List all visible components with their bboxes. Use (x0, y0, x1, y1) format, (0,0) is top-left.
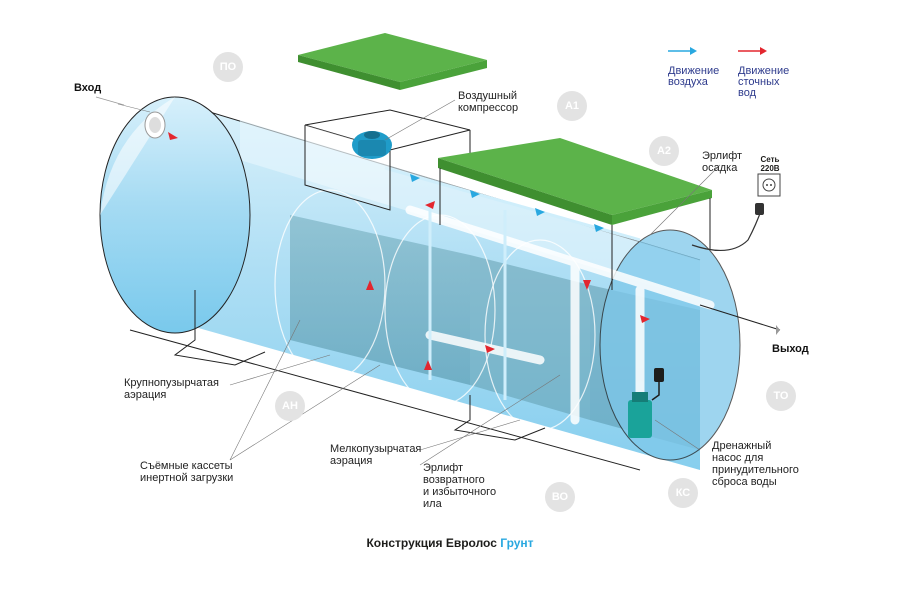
drain-pump-icon (628, 368, 664, 438)
legend-sewage-label: Движение сточных вод (738, 65, 790, 99)
air-compressor-label: Воздушный компрессор (458, 90, 519, 114)
inlet-label: Вход (74, 82, 102, 94)
badge-a2: А2 (649, 136, 679, 166)
badge-a1: А1 (557, 91, 587, 121)
fine-aeration-label: Мелкопузырчатая аэрация (330, 443, 422, 467)
main-hatch-frame (439, 168, 711, 290)
inlet-pipe (144, 111, 166, 139)
tank-right-cap (599, 229, 741, 461)
lid-top-left (298, 33, 487, 90)
airlift-sludge-label: Эрлифт осадка (702, 150, 743, 174)
caption-main: Конструкция Евролос (366, 536, 501, 550)
power-cable (691, 203, 764, 251)
tank-left-cap (99, 96, 251, 334)
airlift-return-label: Эрлифт возвратного и избыточного ила (423, 462, 497, 510)
power-outlet-label: Сеть 220В (760, 155, 780, 173)
lid-main (438, 138, 712, 225)
power-outlet-icon (757, 173, 781, 197)
sewage-flow-arrows (168, 132, 650, 370)
caption-accent: Грунт (500, 536, 534, 550)
badge-to: ТО (766, 381, 796, 411)
legend-sewage-arrow (738, 47, 767, 55)
pipes (405, 205, 715, 425)
drain-pump-label: Дренажный насос для принудительного сбро… (712, 440, 799, 488)
badge-an: АН (275, 391, 305, 421)
diagram-caption: Конструкция Евролос Грунт (0, 536, 900, 550)
legend-air-arrow (668, 47, 697, 55)
tank-supports (173, 290, 546, 441)
badge-vo: ВО (545, 482, 575, 512)
callout-lines (117, 99, 721, 466)
badge-ks: КС (668, 478, 698, 508)
compressor-icon (352, 131, 392, 159)
badge-po: ПО (213, 52, 243, 82)
legend-air-label: Движение воздуха (668, 65, 720, 88)
inlet-arrow (95, 96, 125, 106)
outlet-pipe (699, 304, 781, 331)
coarse-aeration-label: Крупнопузырчатая аэрация (124, 377, 219, 401)
air-flow-arrows (410, 174, 604, 232)
outlet-label: Выход (772, 343, 809, 355)
removable-cassettes-label: Съёмные кассеты инертной загрузки (140, 460, 234, 484)
outlet-arrow (776, 325, 780, 335)
